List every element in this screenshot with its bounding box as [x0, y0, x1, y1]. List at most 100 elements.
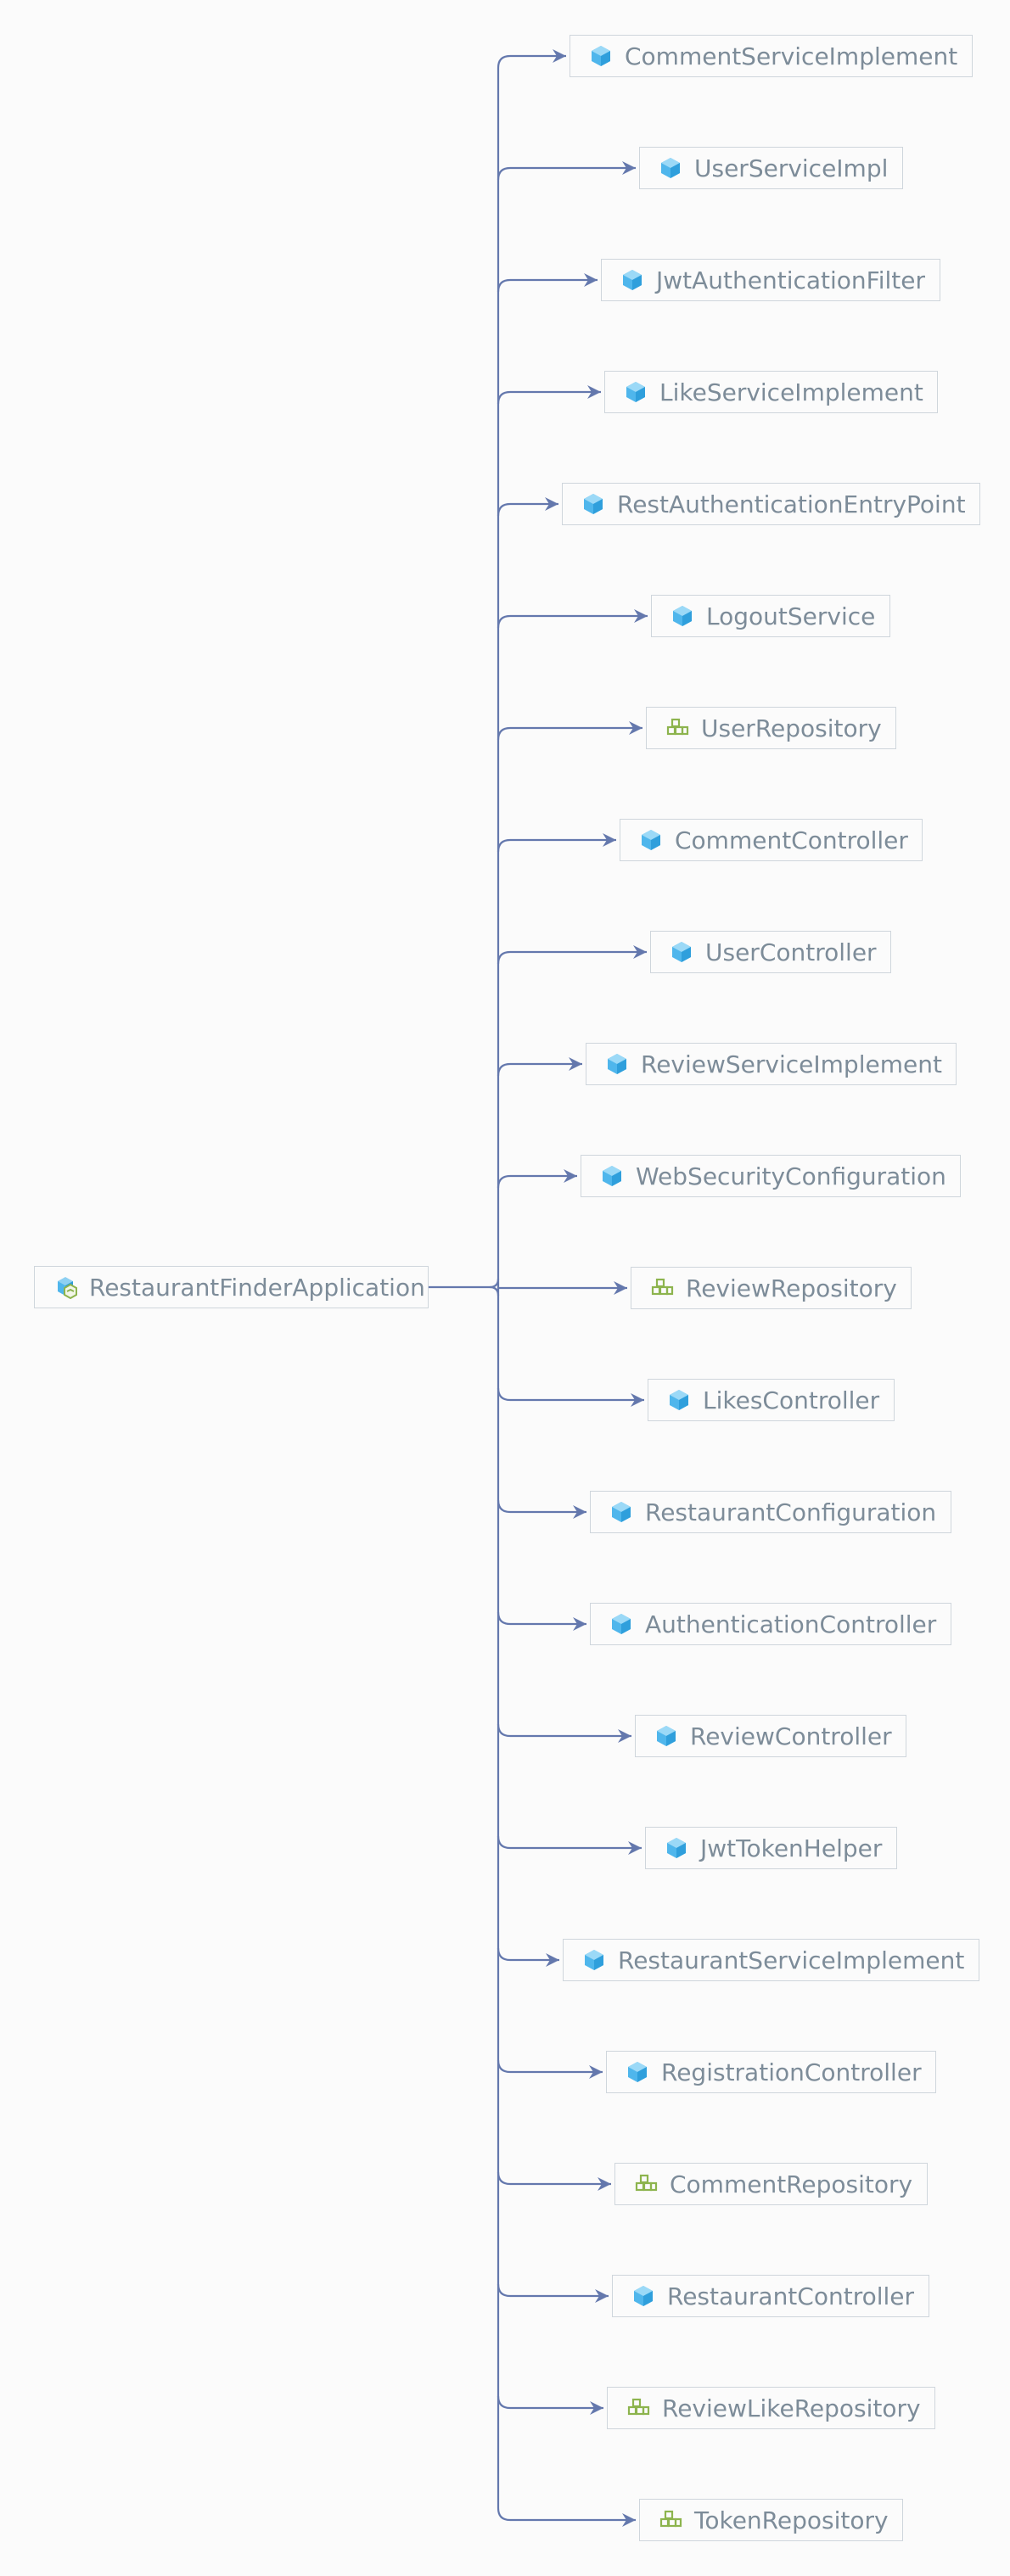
edge: [497, 1387, 644, 1402]
repository-icon: [650, 1276, 674, 1300]
repository-icon: [634, 2172, 658, 2196]
edge: [497, 1174, 577, 1189]
dependency-node-label: RestaurantController: [667, 2282, 915, 2310]
dependency-node[interactable]: RestaurantConfiguration: [590, 1491, 951, 1533]
edge: [497, 1947, 559, 1962]
dependency-node[interactable]: JwtTokenHelper: [645, 1827, 897, 1869]
edge: [497, 2283, 609, 2298]
dependency-node[interactable]: ReviewServiceImplement: [586, 1043, 957, 1085]
dependency-node[interactable]: LikeServiceImplement: [604, 371, 938, 413]
edge: [497, 390, 601, 405]
dependency-node[interactable]: ReviewController: [635, 1715, 906, 1757]
root-node[interactable]: RestaurantFinderApplication: [34, 1266, 429, 1308]
dependency-node-label: CommentRepository: [670, 2170, 913, 2198]
bean-cube-icon: [626, 2060, 649, 2084]
arrowhead: [598, 2177, 611, 2191]
edge-root-connector-down: [489, 1285, 500, 1296]
arrowhead: [587, 385, 601, 399]
dependency-node[interactable]: UserRepository: [646, 707, 896, 749]
edge: [497, 1499, 586, 1514]
dependency-node-label: AuthenticationController: [645, 1610, 937, 1638]
arrowhead: [569, 1057, 582, 1071]
arrowhead: [622, 2513, 636, 2527]
dependency-node-label: UserServiceImpl: [694, 154, 889, 182]
dependency-node[interactable]: ReviewRepository: [631, 1267, 912, 1309]
dependency-node-label: ReviewRepository: [686, 1274, 897, 1302]
dependency-node[interactable]: LogoutService: [651, 595, 890, 637]
arrowhead: [603, 833, 616, 847]
edge: [497, 726, 642, 741]
edge: [497, 1723, 631, 1738]
dependency-node[interactable]: RestAuthenticationEntryPoint: [562, 483, 980, 525]
edge: [497, 502, 558, 517]
dependency-node[interactable]: AuthenticationController: [590, 1603, 951, 1645]
dependency-node[interactable]: JwtAuthenticationFilter: [601, 259, 940, 301]
dependency-node-label: CommentController: [675, 826, 908, 854]
bean-cube-icon: [620, 268, 644, 292]
dependency-node[interactable]: LikesController: [648, 1379, 895, 1421]
arrowhead: [584, 273, 598, 287]
bean-cube-icon: [624, 380, 648, 404]
bean-cube-icon: [654, 1724, 678, 1748]
arrowhead: [618, 1729, 631, 1743]
arrowhead: [590, 2401, 603, 2415]
bean-cube-icon: [609, 1612, 633, 1636]
repository-icon: [659, 2508, 682, 2532]
dependency-node-label: RegistrationController: [661, 2058, 922, 2086]
arrowhead: [629, 721, 642, 735]
dependency-node[interactable]: RestaurantController: [612, 2275, 929, 2317]
edge: [497, 54, 566, 69]
root-node-label: RestaurantFinderApplication: [89, 1273, 425, 1302]
dependency-node[interactable]: ReviewLikeRepository: [607, 2387, 935, 2429]
dependency-node[interactable]: UserServiceImpl: [639, 147, 903, 189]
bean-cube-icon: [581, 492, 605, 516]
bean-cube-icon: [605, 1052, 629, 1076]
bean-cube-icon: [665, 1836, 688, 1860]
dependency-node-label: RestAuthenticationEntryPoint: [617, 490, 966, 518]
dependency-node-label: ReviewController: [690, 1722, 892, 1750]
dependency-node-label: LikesController: [703, 1386, 880, 1414]
bean-cube-icon: [670, 940, 693, 964]
bean-cube-icon: [609, 1500, 633, 1524]
arrowhead: [573, 1505, 586, 1519]
dependency-node-label: WebSecurityConfiguration: [636, 1162, 946, 1190]
dependency-node-label: ReviewLikeRepository: [662, 2394, 921, 2422]
dependency-node[interactable]: TokenRepository: [639, 2499, 903, 2541]
edge: [497, 278, 598, 293]
edge: [497, 1611, 586, 1626]
edge: [497, 2395, 603, 2410]
dependency-node[interactable]: CommentRepository: [614, 2163, 928, 2205]
dependency-node[interactable]: CommentController: [620, 819, 923, 861]
bean-cube-icon: [589, 44, 613, 68]
bean-cube-icon: [671, 604, 694, 628]
bean-cube-icon: [582, 1948, 606, 1972]
dependency-node[interactable]: RegistrationController: [606, 2051, 936, 2093]
edge: [497, 950, 647, 965]
arrowhead: [614, 1281, 627, 1295]
bean-cube-icon: [667, 1388, 691, 1412]
repository-icon: [665, 716, 689, 740]
dependency-node-label: ReviewServiceImplement: [641, 1050, 942, 1078]
dependency-node-label: UserRepository: [701, 714, 882, 742]
edge: [497, 838, 616, 853]
repository-icon: [626, 2396, 650, 2420]
arrowhead: [622, 161, 636, 175]
dependency-node-label: RestaurantConfiguration: [645, 1498, 937, 1526]
dependency-node[interactable]: UserController: [650, 931, 891, 973]
arrowhead: [628, 1841, 642, 1855]
arrowhead: [589, 2065, 603, 2079]
arrowhead: [546, 1953, 559, 1967]
arrowhead: [545, 497, 558, 511]
arrowhead: [633, 945, 647, 959]
dependency-node-label: JwtTokenHelper: [700, 1834, 883, 1862]
dependency-node-label: JwtAuthenticationFilter: [656, 266, 926, 294]
arrowhead: [634, 609, 648, 623]
dependency-node[interactable]: WebSecurityConfiguration: [581, 1155, 961, 1197]
dependency-node[interactable]: CommentServiceImplement: [570, 35, 973, 77]
dependency-node-label: LikeServiceImplement: [659, 378, 923, 406]
arrowhead: [564, 1169, 577, 1183]
dependency-node[interactable]: RestaurantServiceImplement: [563, 1939, 979, 1981]
bean-cube-icon: [631, 2284, 655, 2308]
edge: [497, 1062, 582, 1077]
